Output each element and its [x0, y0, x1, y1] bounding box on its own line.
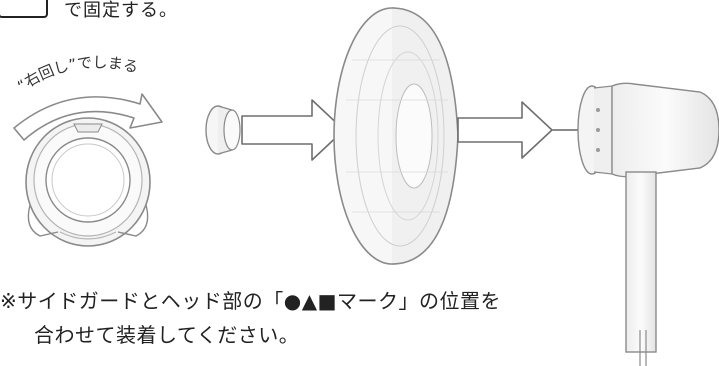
rotate-direction-label: “右回し”でしまる: [14, 53, 140, 95]
assembly-note: ※サイドガードとヘッド部の「●▲■マーク」の位置を 合わせて装着してください。: [0, 284, 501, 352]
rotation-arrow-icon: [13, 93, 163, 141]
fan-head-part: [552, 82, 719, 178]
locking-ring-part: [25, 117, 151, 247]
note-line-1: ※サイドガードとヘッド部の「●▲■マーク」の位置を: [0, 289, 501, 313]
step-number-box: [0, 0, 48, 18]
right-arrow-icon: [457, 101, 553, 159]
step-instruction: で固定する。: [64, 0, 178, 21]
cap-part: [205, 105, 241, 155]
side-guard-part: [333, 7, 459, 265]
note-line-2: 合わせて装着してください。: [34, 323, 300, 347]
fan-pole-part: [625, 171, 657, 366]
right-arrow-icon: [241, 99, 345, 161]
